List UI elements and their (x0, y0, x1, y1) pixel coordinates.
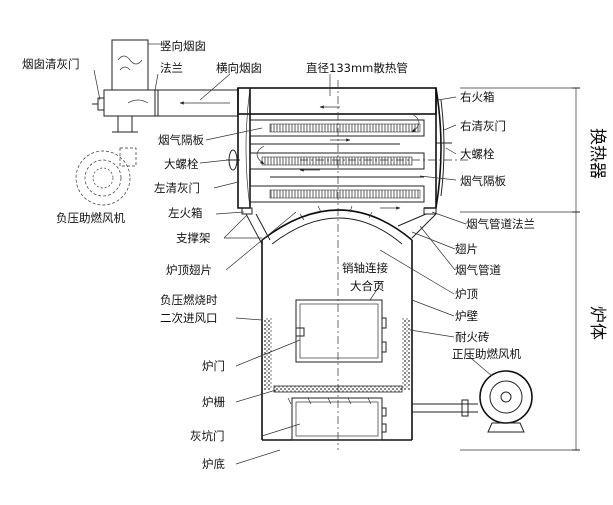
label-right-fire-box: 右火箱 (460, 90, 495, 104)
label-furnace-door: 炉门 (202, 359, 225, 373)
label-furnace-bottom: 炉底 (202, 457, 225, 471)
vertical-chimney (111, 39, 149, 91)
label-secondary-air-2: 二次进风口 (160, 311, 218, 325)
label-furnace-top: 炉顶 (455, 287, 478, 301)
label-vertical-chimney: 竖向烟囱 (160, 39, 206, 53)
label-refractory-brick: 耐火砖 (455, 330, 490, 344)
label-fin: 翅片 (455, 242, 478, 256)
section-heat-exchanger: 换热器 (587, 128, 607, 179)
label-pin-hinge-1: 销轴连接 (342, 261, 388, 275)
section-brackets (460, 87, 580, 451)
label-grate: 炉栅 (202, 395, 225, 409)
positive-pressure-fan (412, 370, 533, 433)
label-furnace-wall: 炉壁 (455, 309, 478, 323)
label-big-bolt-right: 大螺栓 (460, 147, 495, 161)
leader-lines (93, 43, 493, 465)
label-right-ash-door: 右清灰门 (460, 119, 506, 133)
label-top-fin: 炉顶翅片 (166, 263, 212, 277)
label-flange: 法兰 (160, 61, 183, 75)
label-secondary-air-1: 负压燃烧时 (160, 293, 218, 307)
label-ash-pit-door: 灰坑门 (190, 429, 225, 443)
heat-exchanger (226, 87, 452, 215)
label-flue-pipe: 烟气管道 (455, 263, 501, 277)
label-left-fire-box: 左火箱 (168, 206, 203, 220)
label-chimney-ash-door: 烟囱清灰门 (22, 57, 80, 71)
label-pin-hinge-2: 大合页 (350, 279, 385, 293)
label-heat-pipe: 直径133mm散热管 (306, 61, 408, 75)
section-furnace-body: 炉体 (587, 306, 607, 340)
label-negative-pressure-fan: 负压助燃风机 (56, 211, 125, 225)
label-support-frame: 支撑架 (176, 231, 211, 245)
label-flue-flange: 烟气管道法兰 (466, 217, 535, 231)
furnace-body (245, 205, 437, 441)
label-positive-pressure-fan: 正压助燃风机 (452, 347, 521, 361)
label-left-ash-door: 左清灰门 (154, 181, 200, 195)
label-horizontal-chimney: 横向烟囱 (216, 61, 262, 75)
label-flue-baffle-left: 烟气隔板 (158, 133, 204, 147)
horizontal-chimney (103, 89, 239, 117)
label-big-bolt-left: 大螺栓 (164, 157, 199, 171)
chimney-ash-door (92, 97, 138, 133)
label-flue-baffle-right: 烟气隔板 (460, 174, 506, 188)
negative-pressure-fan (75, 147, 137, 206)
